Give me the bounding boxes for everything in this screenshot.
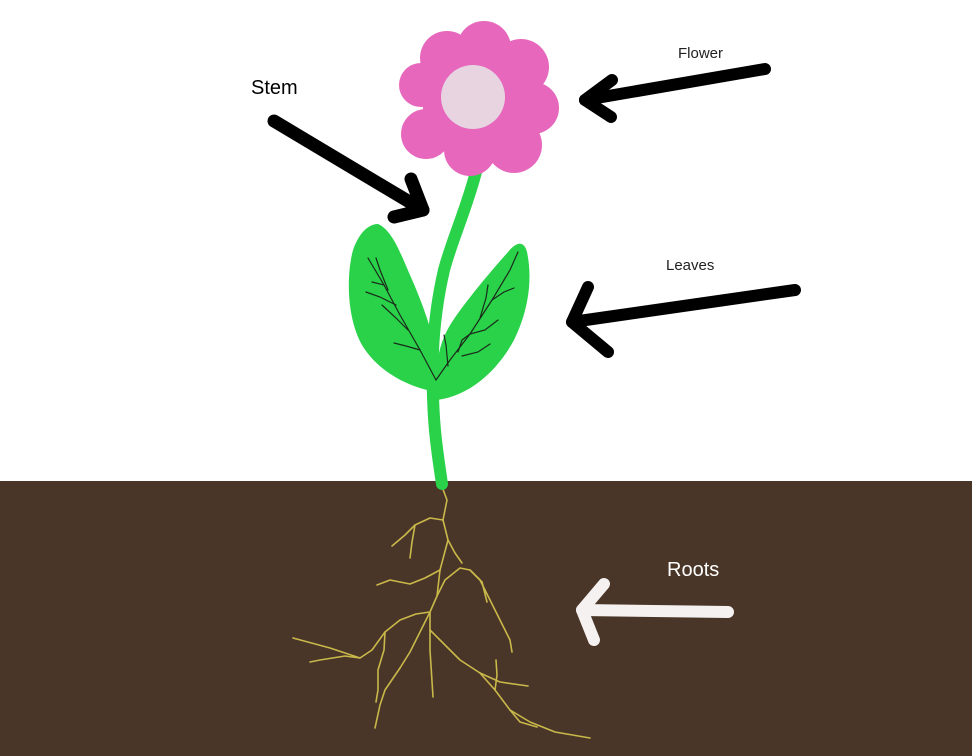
leaf-veins — [365, 251, 519, 381]
flower-arrow — [579, 63, 771, 123]
soil — [0, 481, 972, 756]
flower-label: Flower — [678, 45, 724, 62]
roots — [292, 483, 591, 739]
roots-label: Roots — [667, 559, 720, 581]
flower-head — [399, 21, 559, 176]
stem-label: Stem — [251, 77, 298, 99]
right-leaf — [436, 243, 530, 400]
roots-arrow — [576, 578, 734, 646]
flower-center — [441, 65, 505, 129]
stem-arrow — [267, 114, 430, 224]
leaves-label: Leaves — [666, 257, 715, 274]
leaves-arrow — [566, 281, 801, 358]
left-leaf — [348, 224, 438, 392]
